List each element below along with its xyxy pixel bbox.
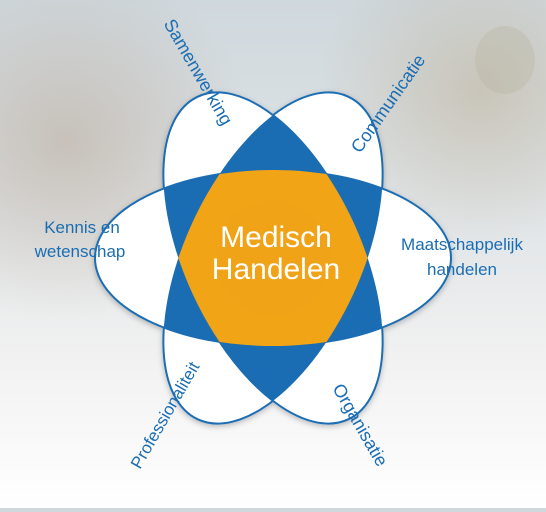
label-kennis-line1: Kennis en (44, 218, 120, 237)
label-maatschappelijk-line2: handelen (427, 260, 497, 279)
label-maatschappelijk-line1: Maatschappelijk (401, 235, 523, 254)
center-star (118, 170, 428, 346)
label-kennis-line2: wetenschap (34, 242, 126, 261)
center-title-line1: Medisch (220, 221, 332, 254)
center-title-line2: Handelen (212, 253, 340, 286)
